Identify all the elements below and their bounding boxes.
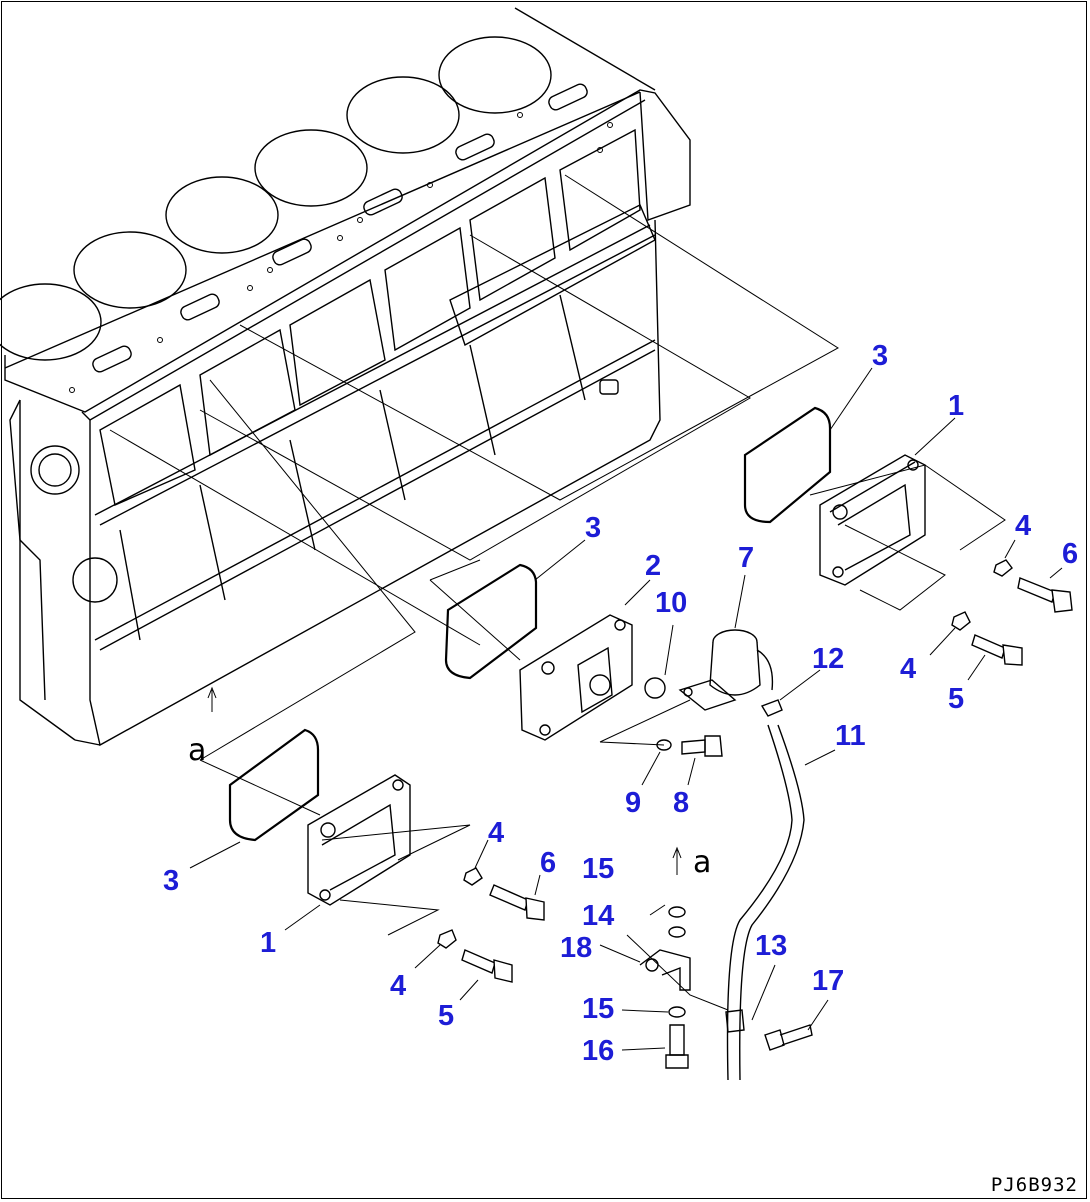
- callout-10: 10: [655, 587, 687, 619]
- callout-15-top: 15: [582, 853, 614, 885]
- callout-7: 7: [738, 542, 754, 574]
- bracket-18: [639, 949, 691, 991]
- callout-18: 18: [560, 932, 592, 964]
- callout-6-bot: 6: [540, 847, 556, 879]
- drawing-code: PJ6B932: [990, 1174, 1078, 1196]
- tube-11: [726, 724, 805, 1081]
- callout-5-bot: 5: [438, 1000, 454, 1032]
- callout-3-top: 3: [872, 340, 888, 372]
- bolt-8: [681, 735, 723, 757]
- washer-15-top: [668, 906, 686, 918]
- callout-4-top-b: 4: [900, 653, 916, 685]
- nut-4-top-b: [951, 611, 971, 631]
- callout-4-bot-b: 4: [390, 970, 406, 1002]
- breather-7: [678, 629, 774, 711]
- callout-1-top: 1: [948, 390, 964, 422]
- nut-4-top-a: [993, 559, 1013, 577]
- callout-6-top: 6: [1062, 538, 1078, 570]
- callout-1-bot: 1: [260, 927, 276, 959]
- side-openings: [99, 128, 641, 506]
- nut-4-bot-a: [463, 867, 483, 886]
- gasket-3-top: [743, 406, 832, 524]
- callout-9: 9: [625, 787, 641, 819]
- callout-12: 12: [812, 643, 844, 675]
- callout-labels: 3 1 4 6 4 5 3 2 10 7 12 11 9 8 3 4 6 1 4…: [163, 340, 1078, 1067]
- callout-3-mid: 3: [585, 512, 601, 544]
- callout-leaders: [189, 367, 1063, 1051]
- callout-8: 8: [673, 787, 689, 819]
- callout-15-bot: 15: [582, 993, 614, 1025]
- bolt-16: [665, 1024, 689, 1069]
- bolt-6-top: [1017, 577, 1073, 613]
- callout-5-top: 5: [948, 683, 964, 715]
- callout-16: 16: [582, 1035, 614, 1067]
- callout-11: 11: [835, 720, 866, 752]
- callout-17: 17: [812, 965, 844, 997]
- view-marker-a-left: a: [188, 733, 206, 768]
- nut-4-bot-b: [437, 929, 457, 949]
- assembly-lines: [109, 174, 1006, 1011]
- callout-14: 14: [582, 900, 614, 932]
- deck-holes: [69, 112, 613, 393]
- gasket-3-mid: [444, 563, 538, 680]
- washer-14: [668, 926, 686, 938]
- gasket-3-bot: [228, 728, 320, 842]
- callout-2: 2: [645, 550, 661, 582]
- callout-4-bot-a: 4: [488, 817, 504, 849]
- bolt-5-top: [971, 634, 1023, 666]
- cover-1-top: [819, 454, 926, 586]
- callout-13: 13: [755, 930, 787, 962]
- bolt-6-bot: [489, 884, 545, 921]
- view-marker-a-right: a: [693, 845, 711, 880]
- callout-4-top-a: 4: [1015, 510, 1031, 542]
- bolt-17: [764, 1024, 813, 1051]
- cover-1-bot: [307, 774, 411, 906]
- engine-block: [0, 7, 691, 747]
- bolt-5-bot: [461, 949, 513, 983]
- o-ring-10: [644, 677, 666, 699]
- cover-2: [519, 614, 633, 741]
- callout-3-bot: 3: [163, 865, 179, 897]
- clip-12: [760, 699, 783, 717]
- washer-15-bot: [668, 1006, 686, 1018]
